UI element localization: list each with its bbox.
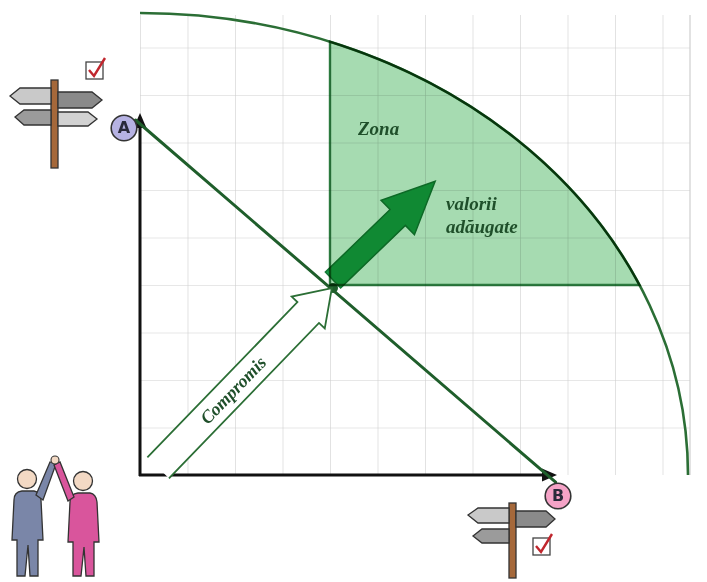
grid [140,15,690,475]
person-body [12,491,43,576]
circle-letter: A [110,114,138,142]
arrow-label: Compromis [196,352,271,428]
zone-text: Zona [358,118,399,141]
sign-plate [15,110,51,125]
sign-plate [10,88,51,104]
sign-plate [58,92,102,108]
sign-plate [468,508,509,523]
horizontal-axis [139,474,545,477]
signpost-icon [468,503,555,578]
sign-plate [58,112,97,126]
person-head [18,470,37,489]
circle-letter: B [544,482,572,510]
sign-plate [473,529,509,543]
zone-area [330,42,640,285]
axis-end-circle: B [544,482,572,510]
zone-text: valorii adăugate [446,193,554,239]
zone-shape [330,40,642,287]
value-zone: Zona valorii adăugate [330,40,642,287]
person-arm [36,462,56,500]
axis-end-circle: A [110,114,138,142]
signpost-pole [509,503,516,578]
sign-plate [516,511,555,527]
hollow-arrow [142,272,349,484]
person-body [68,493,99,576]
compromise-arrow: Compromis [142,272,349,484]
check-mark [89,58,105,76]
frontier-arc [140,13,688,475]
signpost-pole [51,80,58,168]
hands [51,456,59,464]
check-mark [536,534,552,552]
people-high-five [12,456,99,576]
person-arm [54,462,74,501]
vertical-axis [139,124,142,476]
grid-border [689,15,690,475]
signpost-icon [10,58,105,168]
person-head [74,472,93,491]
